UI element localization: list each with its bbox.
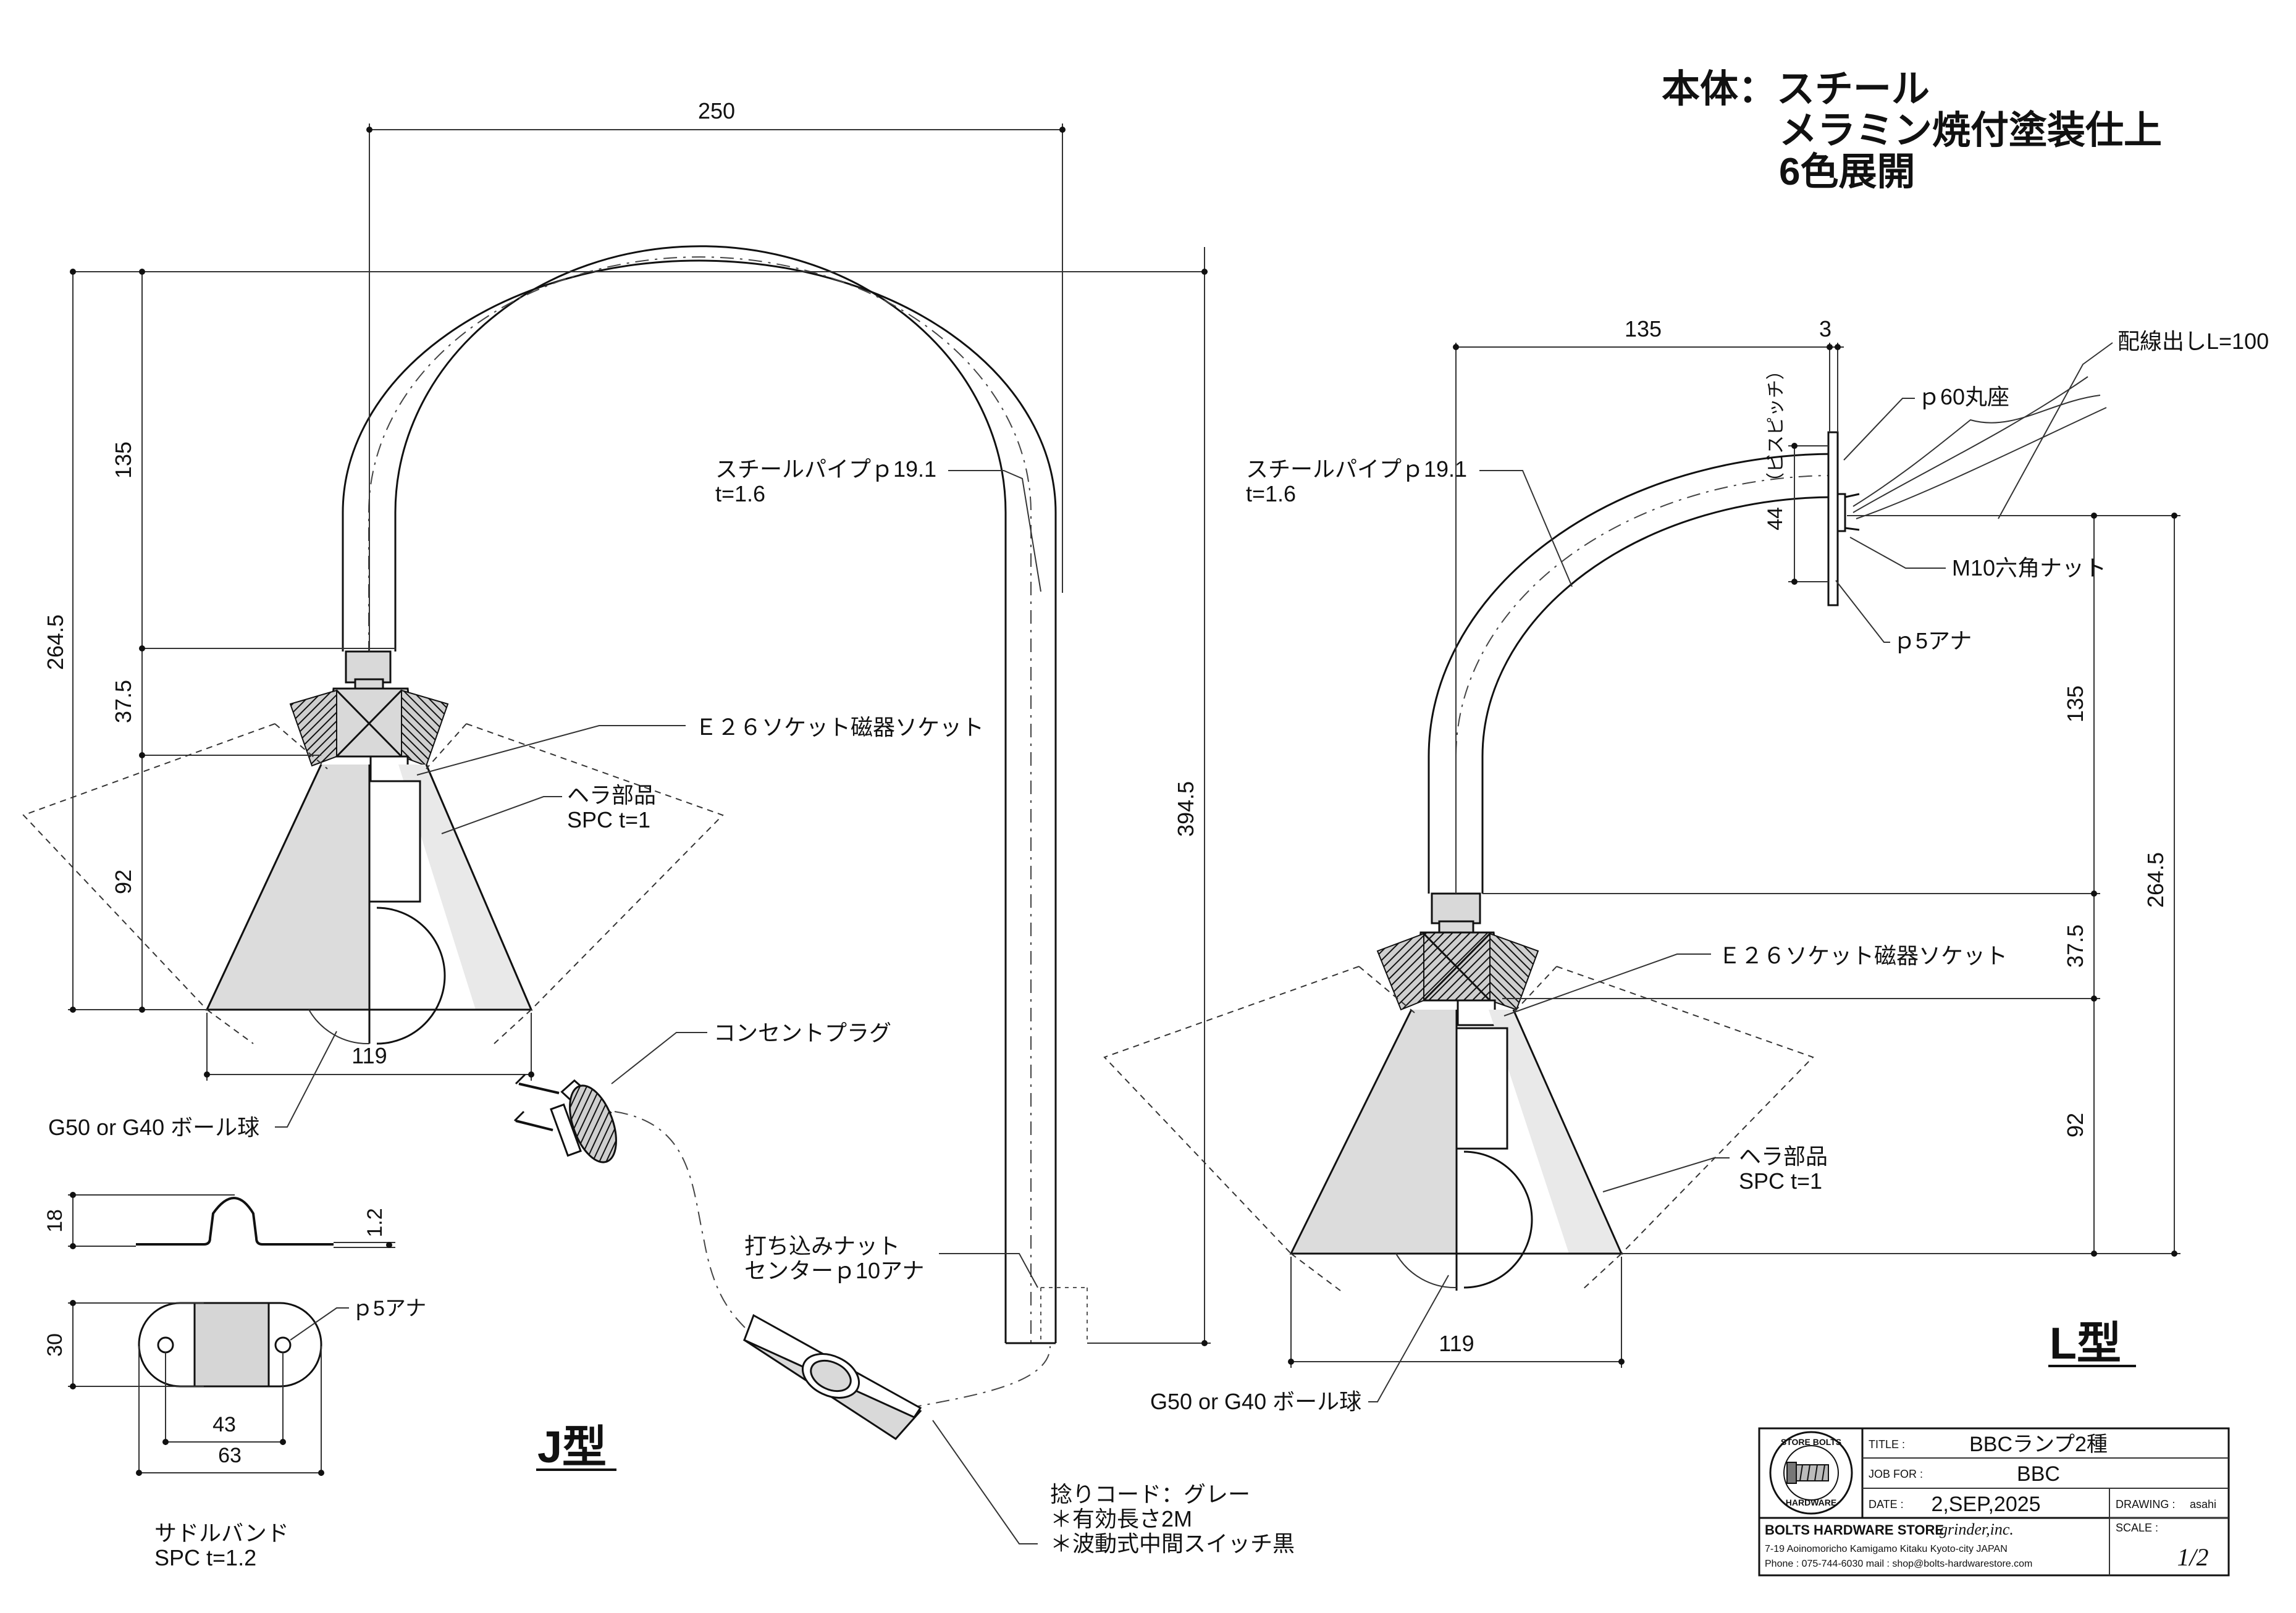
saddle-name: サドルバンド: [154, 1520, 289, 1546]
date-label: DATE :: [1869, 1498, 1904, 1510]
store-logo: STORE BOLTS HARDWARE: [1769, 1431, 1853, 1515]
j-hera-spec: SPC t=1: [567, 807, 650, 832]
saddle-dim-width: 30: [43, 1333, 67, 1357]
l-pipe-thickness: t=1.6: [1246, 481, 1296, 506]
j-pipe-thickness: t=1.6: [715, 481, 765, 506]
j-bulb-callout: G50 or G40 ボール球: [48, 1115, 259, 1140]
title-label: TITLE :: [1869, 1438, 1905, 1451]
cord-length: ＊有効長さ2M: [1050, 1506, 1192, 1531]
company-name: BOLTS HARDWARE STORE: [1765, 1522, 1944, 1538]
saddle-hole-callout: ｐ5アナ: [352, 1297, 426, 1320]
scale-value: 1/2: [2177, 1543, 2208, 1571]
saddle-dim-thickness: 1.2: [363, 1208, 387, 1237]
date-value: 2,SEP,2025: [1931, 1493, 2040, 1516]
inline-switch: [742, 1313, 922, 1440]
nut-callout: 打ち込みナット: [744, 1233, 900, 1259]
company-contact: Phone : 075-744-6030 mail : shop@bolts-h…: [1765, 1559, 2032, 1569]
logo-text-top: STORE BOLTS: [1781, 1437, 1841, 1447]
wiring-callout: 配線出しL=100: [2117, 329, 2269, 354]
saddle-dim-length: 63: [218, 1444, 242, 1467]
l-bulb-callout: G50 or G40 ボール球: [1150, 1389, 1361, 1414]
job-value: BBC: [2017, 1462, 2060, 1486]
saddle-spec: SPC t=1.2: [154, 1545, 256, 1570]
l-socket-callout: Ｅ２６ソケット磁器ソケット: [1718, 943, 2008, 968]
j-dim-pipe-length: 394.5: [1173, 781, 1198, 837]
drawing-label: DRAWING :: [2116, 1498, 2175, 1510]
drawing-title: BBCランプ2種: [1969, 1433, 2108, 1456]
j-dim-socket-height: 37.5: [111, 680, 136, 723]
j-dim-shade-width: 119: [351, 1043, 387, 1068]
j-socket-callout: Ｅ２６ソケット磁器ソケット: [695, 714, 984, 740]
l-dim-total-height: 264.5: [2143, 852, 2168, 908]
cord-switch: ＊波動式中間スイッチ黒: [1050, 1531, 1295, 1556]
l-type-label: L型: [2050, 1319, 2121, 1368]
l-dim-screw-pitch: 44: [1764, 507, 1787, 530]
hex-nut-callout: M10六角ナット: [1952, 555, 2106, 580]
material-line-2: メラミン焼付塗装仕上: [1779, 109, 2162, 152]
l-hera-spec: SPC t=1: [1739, 1168, 1822, 1194]
saddle-band-view: 18 1.2 30 43 63 ｐ5アナ サドルバンド SPC t=1.2: [43, 1192, 426, 1570]
l-type-view: 44 （ビスピッチ） 135 3: [1103, 316, 2269, 1414]
l-dim-socket-height: 37.5: [2063, 924, 2088, 968]
base-callout: ｐ60丸座: [1918, 384, 2009, 409]
material-note: 本体：スチール メラミン焼付塗装仕上 6色展開: [1662, 68, 2162, 193]
j-type-view: 250 264.5 135 37.5 92 394.5 119 スチールパイプｐ…: [22, 98, 1295, 1556]
title-block: STORE BOLTS HARDWARE TITLE : BBCランプ2種 JO…: [1758, 1427, 2230, 1577]
plug-drawing: [513, 1073, 617, 1163]
drawing-by: asahi: [2190, 1498, 2216, 1510]
saddle-dim-hole-pitch: 43: [212, 1413, 236, 1436]
job-label: JOB FOR :: [1869, 1468, 1923, 1480]
material-line-1: 本体：スチール: [1662, 68, 1930, 111]
l-hole-callout: ｐ5アナ: [1893, 628, 1972, 653]
nut-center-hole: センターｐ10アナ: [744, 1258, 924, 1283]
logo-text-bottom: HARDWARE: [1786, 1498, 1836, 1507]
scale-label: SCALE :: [2116, 1522, 2158, 1534]
material-line-3: 6色展開: [1779, 151, 1915, 193]
company-sub: grinder,inc.: [1940, 1520, 2014, 1538]
plug-callout: コンセントプラグ: [713, 1020, 891, 1045]
l-dim-plate: 3: [1819, 316, 1831, 341]
l-dim-top-width: 135: [1625, 316, 1662, 341]
saddle-dim-height: 18: [43, 1209, 67, 1233]
l-hera-callout: ヘラ部品: [1739, 1144, 1828, 1169]
l-dim-arc-height: 135: [2063, 685, 2088, 723]
j-dim-arc-height: 135: [111, 442, 136, 479]
j-dim-total-height: 264.5: [43, 614, 68, 670]
l-dim-shade-height: 92: [2063, 1113, 2088, 1137]
l-screw-pitch-note: （ビスピッチ）: [1766, 361, 1786, 491]
company-address: 7-19 Aoinomoricho Kamigamo Kitaku Kyoto-…: [1765, 1544, 2008, 1554]
l-pipe-callout: スチールパイプｐ19.1: [1246, 456, 1467, 482]
j-dim-shade-height: 92: [111, 869, 136, 894]
j-type-label: J型: [537, 1423, 607, 1472]
j-dim-top-width: 250: [698, 98, 735, 124]
j-hera-callout: ヘラ部品: [567, 782, 656, 808]
l-dim-shade-width: 119: [1439, 1331, 1474, 1356]
j-pipe-callout: スチールパイプｐ19.1: [715, 456, 936, 482]
cord-callout: 捻りコード：グレー: [1050, 1481, 1250, 1507]
